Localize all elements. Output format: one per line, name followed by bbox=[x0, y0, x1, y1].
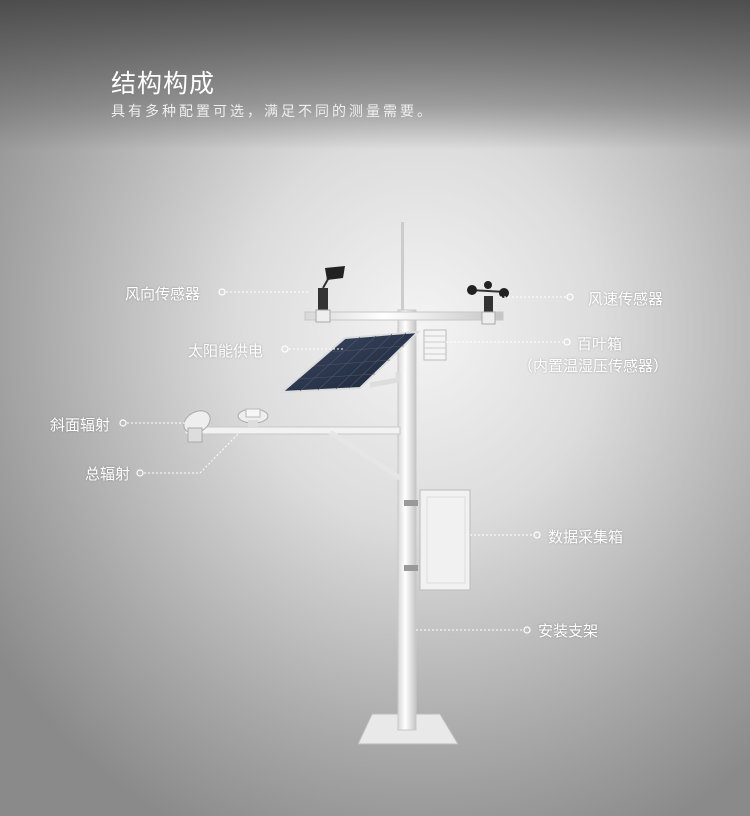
label-louver-box-note: （内置温湿压传感器） bbox=[518, 357, 669, 375]
page-title: 结构构成 bbox=[111, 69, 216, 98]
label-inclined-radiation: 斜面辐射 bbox=[50, 416, 111, 434]
solar-bracket bbox=[369, 372, 401, 388]
leader-lines bbox=[127, 291, 566, 631]
total-pyranometer bbox=[237, 408, 269, 428]
label-data-logger-box: 数据采集箱 bbox=[548, 528, 624, 546]
wind-vane bbox=[315, 266, 345, 323]
anemometer bbox=[467, 281, 509, 325]
arm-brace bbox=[328, 429, 402, 481]
lightning-rod bbox=[401, 222, 404, 317]
label-mounting-bracket: 安装支架 bbox=[538, 622, 599, 640]
label-total-radiation: 总辐射 bbox=[85, 465, 131, 483]
top-crossarm bbox=[304, 311, 504, 321]
leader-dots bbox=[119, 288, 574, 634]
label-wind-direction-sensor: 风向传感器 bbox=[125, 285, 201, 303]
louver-shield bbox=[423, 329, 447, 361]
main-pole bbox=[397, 309, 417, 731]
label-wind-speed-sensor: 风速传感器 bbox=[588, 290, 664, 308]
header-band bbox=[0, 0, 750, 150]
data-logger-box bbox=[404, 489, 471, 591]
label-louver-box: 百叶箱 bbox=[577, 335, 623, 353]
inclined-pyranometer bbox=[183, 410, 211, 443]
lower-arm bbox=[184, 426, 401, 435]
page-subtitle: 具有多种配置可选，满足不同的测量需要。 bbox=[111, 104, 434, 120]
label-solar-power: 太阳能供电 bbox=[188, 342, 264, 360]
